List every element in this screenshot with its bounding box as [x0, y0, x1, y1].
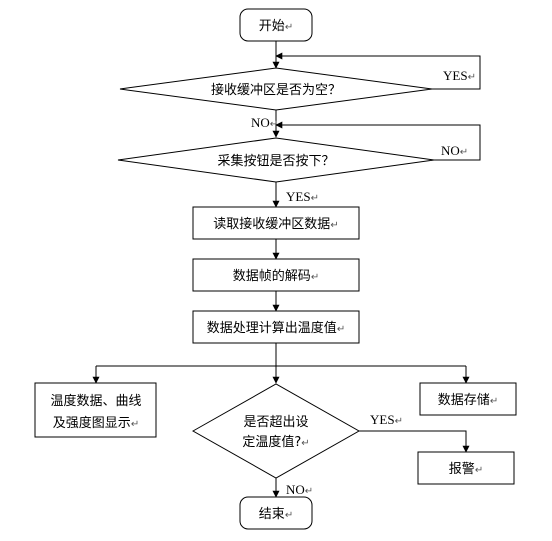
- read-buffer-label: 读取接收缓冲区数据↵: [213, 216, 338, 232]
- temp-no-label: NO↵: [286, 482, 313, 497]
- buffer-no-label: NO↵: [251, 115, 278, 130]
- read-buffer-box: [192, 206, 360, 240]
- button-yes-label: YES↵: [286, 189, 319, 204]
- buffer-empty-decision: [119, 67, 433, 111]
- display-label-line1: 温度数据、曲线: [50, 393, 141, 409]
- decode-frame-box: [192, 258, 360, 292]
- end-terminal: [239, 496, 313, 530]
- display-label-line2: 及强度图显示↵: [53, 415, 139, 431]
- compute-temp-label: 数据处理计算出温度值↵: [207, 320, 345, 336]
- end-label: 结束↵: [259, 507, 293, 522]
- button-decision-label: 采集按钮是否按下？: [217, 153, 334, 169]
- loop-buffer-yes: [275, 52, 481, 90]
- connectors: [92, 41, 481, 498]
- button-pressed-decision: [117, 137, 435, 183]
- storage-box: [419, 382, 517, 416]
- decode-frame-label: 数据帧的解码↵: [233, 268, 319, 284]
- temp-yes-label: YES↵: [370, 412, 403, 427]
- arrow-temp-yes-to-alarm: [359, 430, 470, 453]
- alarm-box: [417, 451, 515, 485]
- compute-temp-box: [192, 310, 360, 344]
- alarm-label: 报警↵: [449, 461, 483, 477]
- temp-decision-label-line1: 是否超出设: [243, 415, 308, 430]
- storage-label: 数据存储↵: [438, 393, 498, 408]
- buffer-yes-label: YES↵: [443, 68, 476, 83]
- temp-decision-label-line2: 定温度值?↵: [242, 434, 309, 450]
- button-no-label: NO↵: [441, 143, 468, 158]
- temp-exceed-decision: [191, 383, 361, 479]
- display-box: [34, 382, 157, 438]
- loop-button-no: [275, 121, 481, 161]
- start-terminal: [239, 8, 313, 42]
- start-label: 开始↵: [259, 19, 293, 34]
- buffer-decision-label: 接收缓冲区是否为空？: [211, 82, 341, 98]
